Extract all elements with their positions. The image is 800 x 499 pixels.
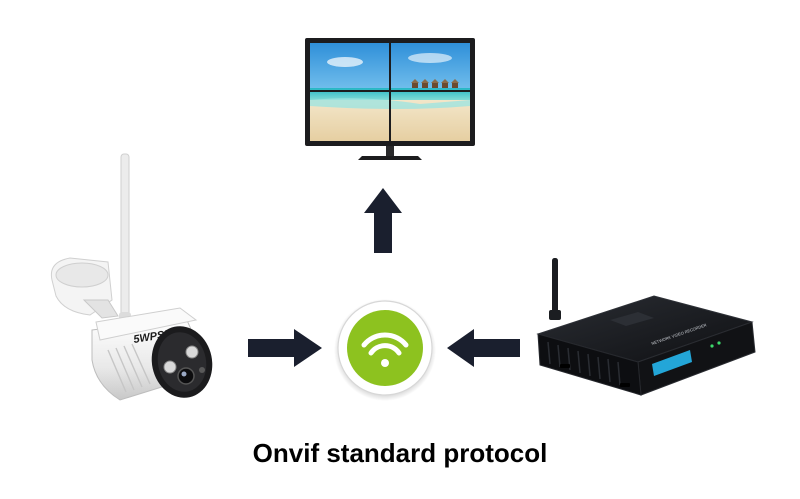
arrow-right-icon — [248, 329, 322, 367]
nvr-antenna — [552, 258, 558, 318]
ir-led-icon — [163, 360, 177, 374]
ip-camera: 5WPSII — [50, 153, 213, 401]
ir-led-icon — [185, 345, 199, 359]
monitor-stand — [358, 146, 422, 160]
monitor — [305, 38, 475, 160]
nvr-led-icon — [717, 341, 721, 345]
wifi-badge — [334, 299, 436, 401]
arrow-left-icon — [447, 329, 520, 367]
monitor-screen — [310, 43, 470, 141]
camera-lens-face — [151, 326, 213, 398]
wifi-icon — [361, 332, 409, 367]
nvr-recorder: NETWORK VIDEO RECORDER — [536, 258, 756, 396]
nvr-led-icon — [710, 344, 714, 348]
camera-antenna — [120, 153, 130, 327]
camera-lens — [177, 367, 195, 385]
caption-text: Onvif standard protocol — [252, 438, 548, 468]
arrow-up-icon — [364, 188, 402, 253]
nvr-label-panel — [652, 350, 692, 376]
